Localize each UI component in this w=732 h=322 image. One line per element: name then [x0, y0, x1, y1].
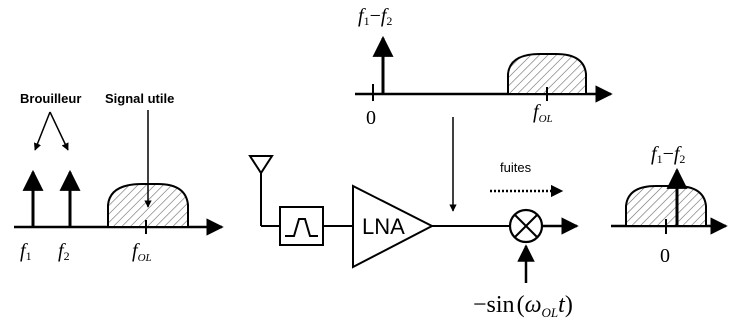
f2-label: f2: [58, 240, 70, 263]
lna-label: LNA: [362, 214, 405, 239]
receiver-chain: LNA fuites −sin(ωOLt): [248, 117, 579, 320]
right-spectrum: f1−f2 0: [611, 143, 728, 267]
leakage-label: fuites: [500, 160, 532, 175]
signal-utile-label: Signal utile: [105, 91, 174, 106]
lna-amplifier: [352, 184, 435, 269]
left-spectrum: Brouilleur Signal utile f1 f2 fOL: [14, 91, 224, 264]
brouilleur-pointer-right: [49, 111, 69, 151]
f1-label: f1: [20, 240, 32, 263]
top-spectrum: f1−f2 0 fOL: [355, 5, 613, 129]
top-fol-label: fOL: [533, 101, 553, 125]
brouilleur-pointer-left: [33, 111, 51, 151]
lo-signal-label: −sin(ωOLt): [473, 292, 573, 320]
left-fol-label: fOL: [132, 240, 152, 264]
brouilleur-label: Brouilleur: [20, 91, 81, 106]
antenna-icon: [248, 155, 274, 226]
top-diff-label: f1−f2: [358, 5, 392, 28]
bandpass-filter-block: [279, 206, 324, 246]
bandpass-filter-icon: [285, 218, 318, 237]
right-zero-label: 0: [660, 245, 670, 267]
top-wanted-signal-spectrum: [507, 53, 587, 95]
top-zero-label: 0: [366, 107, 376, 129]
right-diff-label: f1−f2: [651, 143, 685, 166]
mixer-icon: [508, 208, 544, 244]
